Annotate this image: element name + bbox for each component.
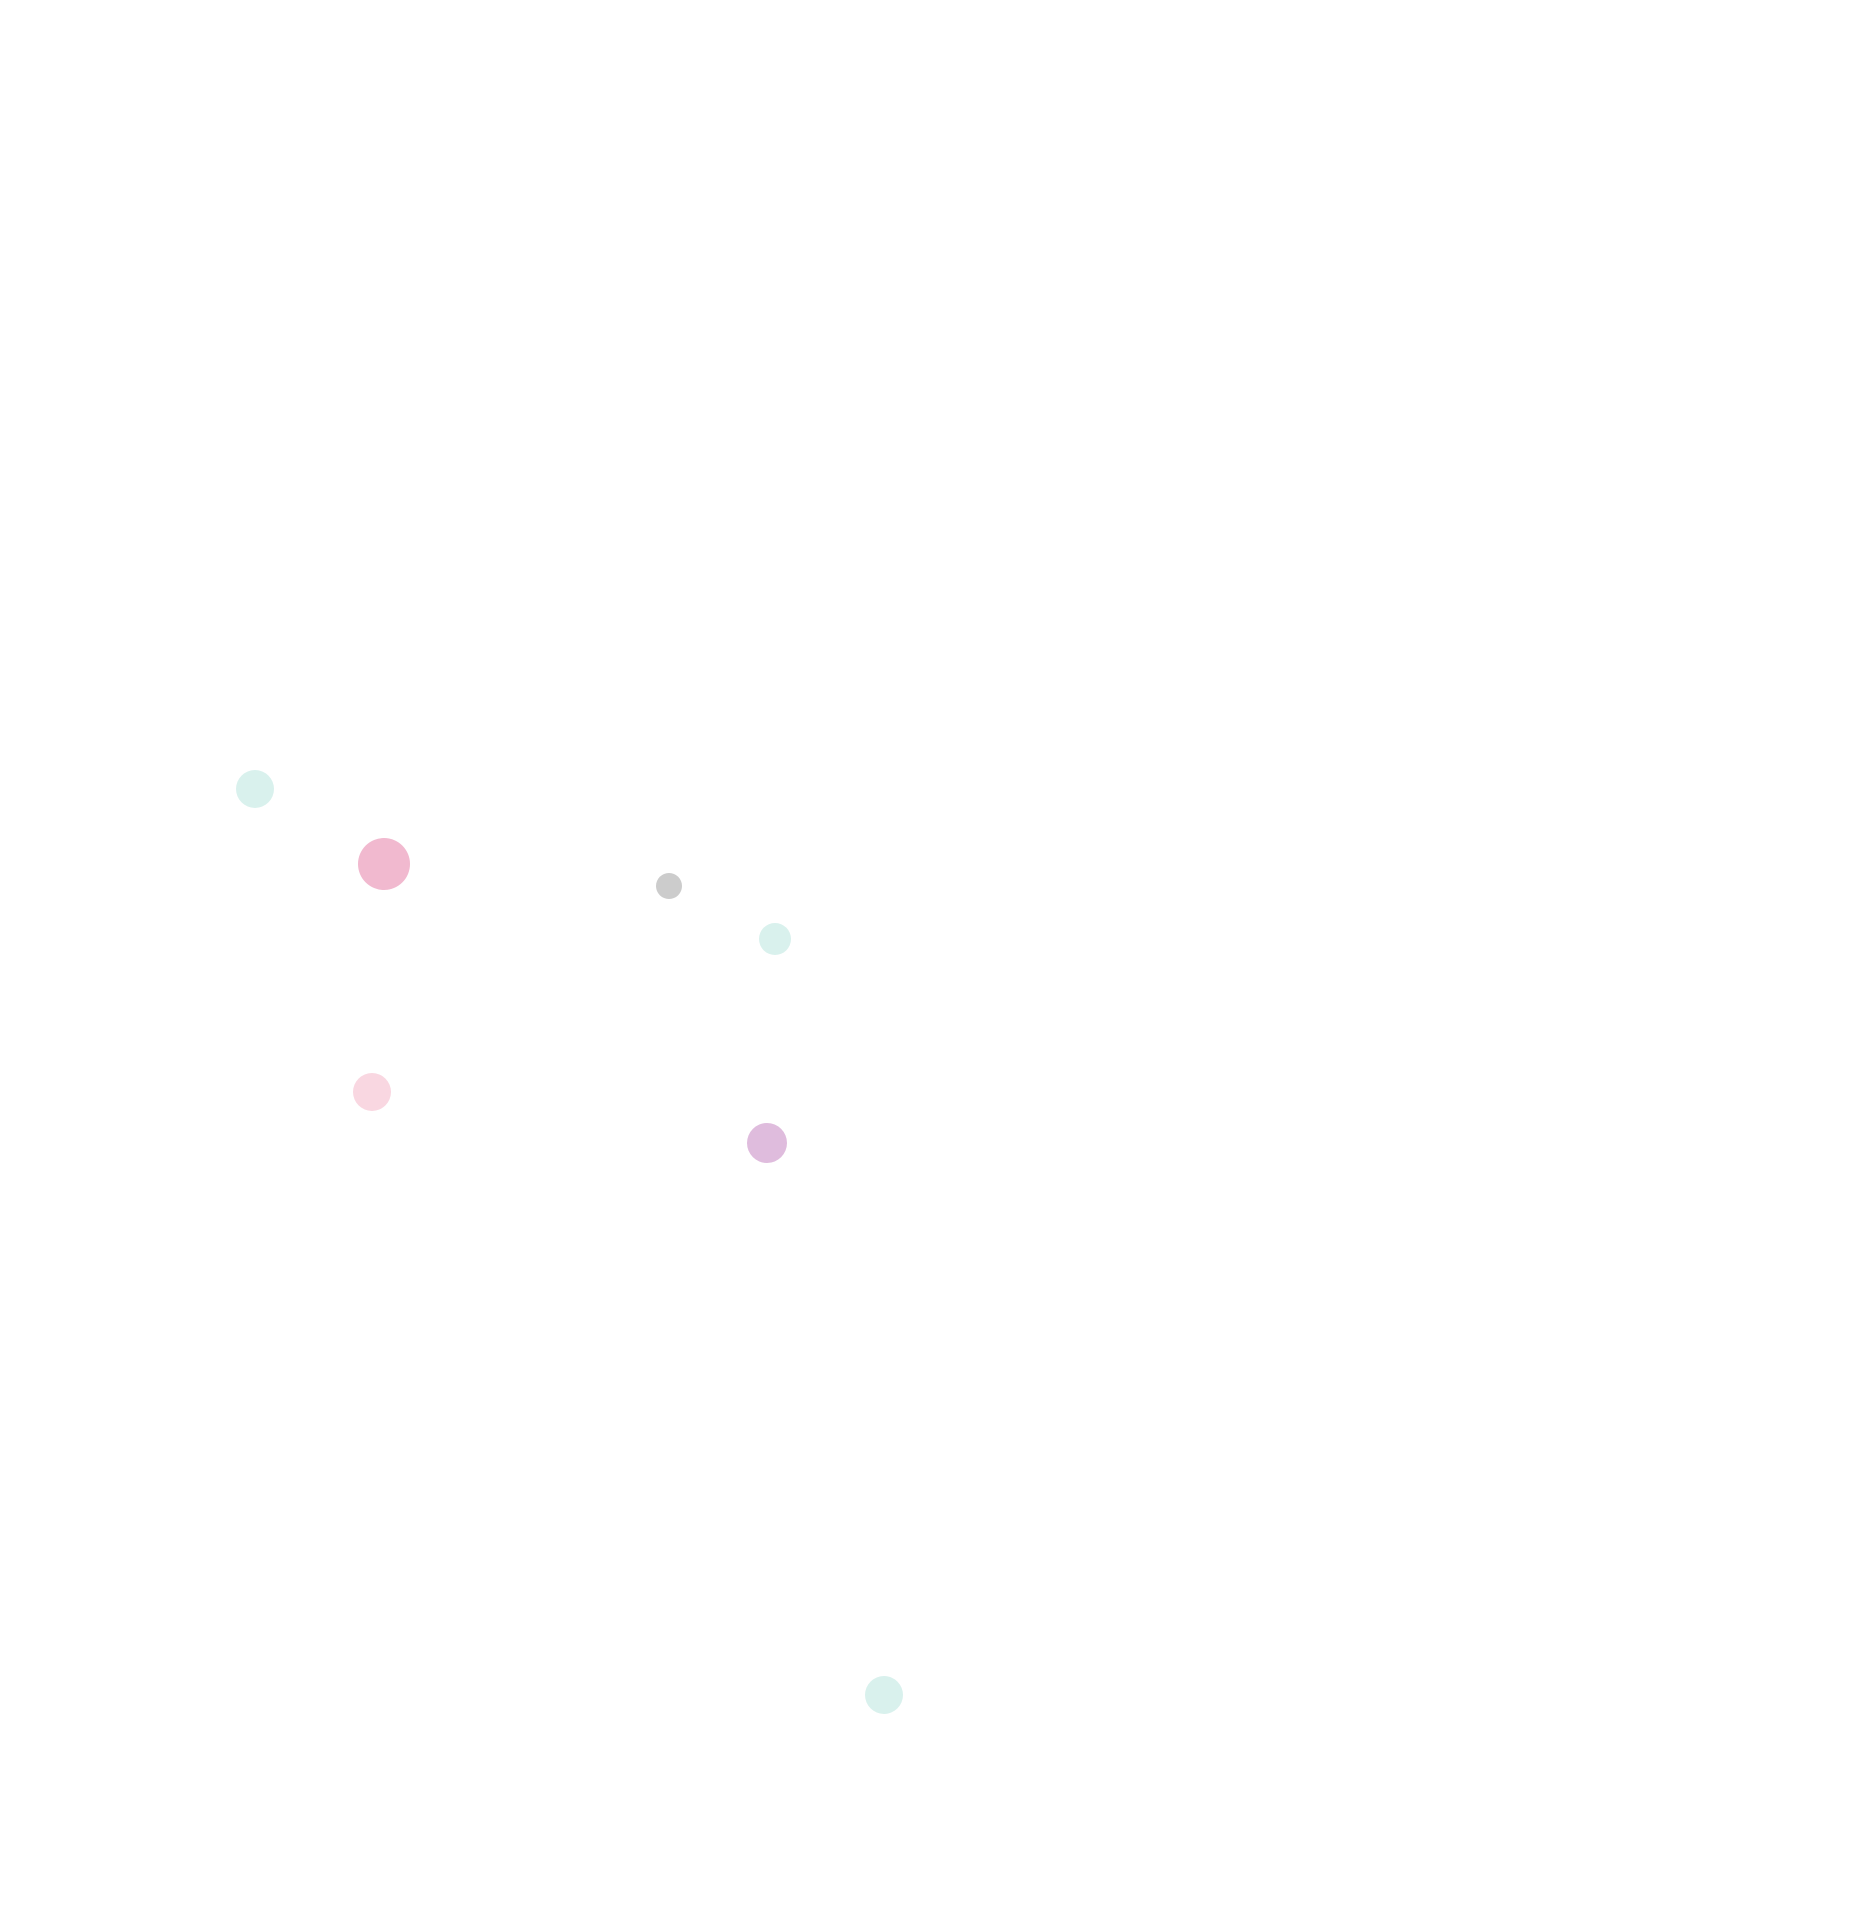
teal-dot (865, 1676, 903, 1714)
teal-dot (236, 770, 274, 808)
pink-dot-large (358, 838, 410, 890)
light-pink-dot (353, 1073, 391, 1111)
purple-dot (747, 1123, 787, 1163)
teal-dot (759, 923, 791, 955)
gray-dot (656, 873, 682, 899)
